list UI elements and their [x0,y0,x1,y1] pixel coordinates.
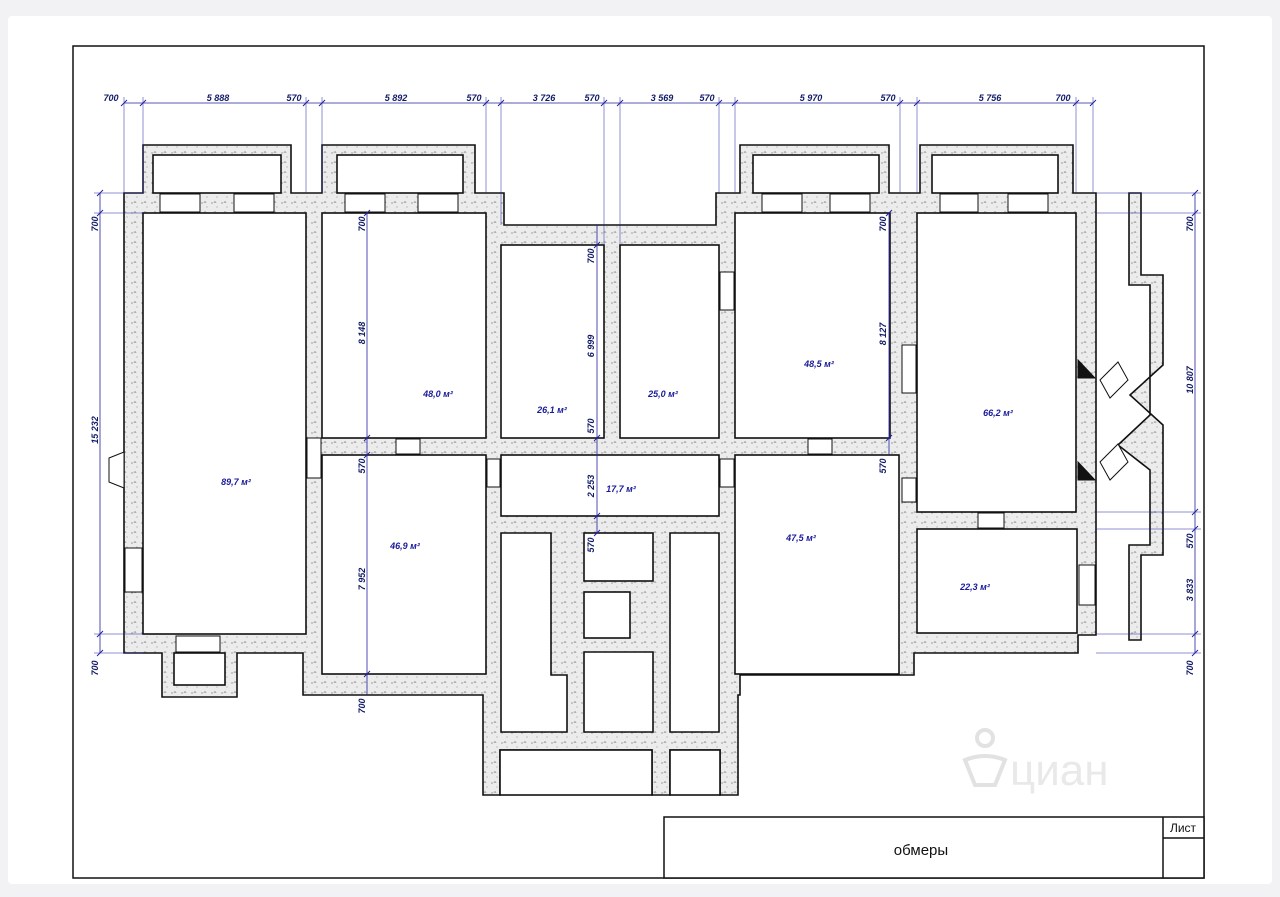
room-area-label: 48,5 м² [803,359,835,369]
room-area-label: 25,0 м² [647,389,679,399]
room-area-label: 66,2 м² [983,408,1014,418]
dim-label: 700 [1055,93,1070,103]
dim-label: 6 999 [586,335,596,358]
dim-label: 700 [357,216,367,231]
room-area-label: 47,5 м² [785,533,817,543]
dims-right: 700 10 807 570 3 833 700 [1185,216,1195,675]
dim-label: 15 232 [90,416,100,444]
dim-label: 570 [466,93,481,103]
dim-label: 570 [586,418,596,433]
drawing-sheet: 700 5 888 570 5 892 570 3 726 570 3 569 … [8,16,1272,884]
openings [124,193,1096,653]
dim-label: 5 756 [979,93,1003,103]
entrance-door-icon [108,451,125,489]
dim-label: 700 [1185,216,1195,231]
room-5 [619,244,720,439]
room-3 [321,454,487,675]
dim-label: 570 [1185,533,1195,548]
room-areas: 89,7 м² 48,0 м² 46,9 м² 26,1 м² 25,0 м² … [221,359,1014,592]
dim-label: 3 726 [533,93,557,103]
rooms [142,154,1078,796]
drawing-frame [72,45,1205,879]
dim-label: 570 [584,93,599,103]
dims-inner: 700 8 148 570 7 952 700 700 6 999 570 2 … [357,216,888,713]
title-block: обмеры Лист [663,816,1205,879]
title-block-sheet-label: Лист [1170,821,1197,835]
dim-label: 570 [586,537,596,552]
dim-label: 570 [878,458,888,473]
dim-label: 700 [1185,660,1195,675]
dim-label: 570 [286,93,301,103]
watermark-text: циан [1010,746,1109,795]
dim-label: 8 127 [878,322,888,346]
dim-label: 700 [878,216,888,231]
room-4 [500,244,605,439]
dim-label: 5 888 [207,93,230,103]
dim-label: 8 148 [357,322,367,345]
dim-label: 700 [90,660,100,675]
room-10 [916,528,1078,634]
cian-logo-icon [962,728,1008,787]
dim-label: 7 952 [357,568,367,591]
room-area-label: 17,7 м² [606,484,637,494]
dim-label: 5 970 [800,93,823,103]
dim-label: 10 807 [1185,365,1195,394]
corridor-doors [1077,358,1129,481]
room-area-label: 22,3 м² [959,582,991,592]
dim-label: 2 253 [586,475,596,499]
dimension-lines [94,97,1201,695]
room-9 [916,212,1077,513]
room-8 [734,454,900,675]
dim-label: 3 569 [651,93,674,103]
dim-label: 570 [699,93,714,103]
room-area-label: 46,9 м² [389,541,421,551]
room-area-label: 48,0 м² [422,389,454,399]
dims-top: 700 5 888 570 5 892 570 3 726 570 3 569 … [103,93,1070,103]
room-area-label: 26,1 м² [536,405,568,415]
dim-label: 3 833 [1185,579,1195,602]
dim-label: 700 [357,698,367,713]
room-6 [500,454,720,517]
dim-label: 700 [103,93,118,103]
watermark: циан [962,728,1109,795]
room-2 [321,212,487,439]
room-7 [734,212,891,439]
dim-label: 700 [90,216,100,231]
room-1 [142,212,307,635]
title-block-title: обмеры [894,842,948,859]
room-area-label: 89,7 м² [221,477,252,487]
floor-plan: 700 5 888 570 5 892 570 3 726 570 3 569 … [72,45,1205,879]
dims-left: 700 15 232 700 [90,216,100,675]
dim-label: 570 [880,93,895,103]
dim-label: 5 892 [385,93,408,103]
dim-label: 700 [586,248,596,263]
dim-label: 570 [357,458,367,473]
